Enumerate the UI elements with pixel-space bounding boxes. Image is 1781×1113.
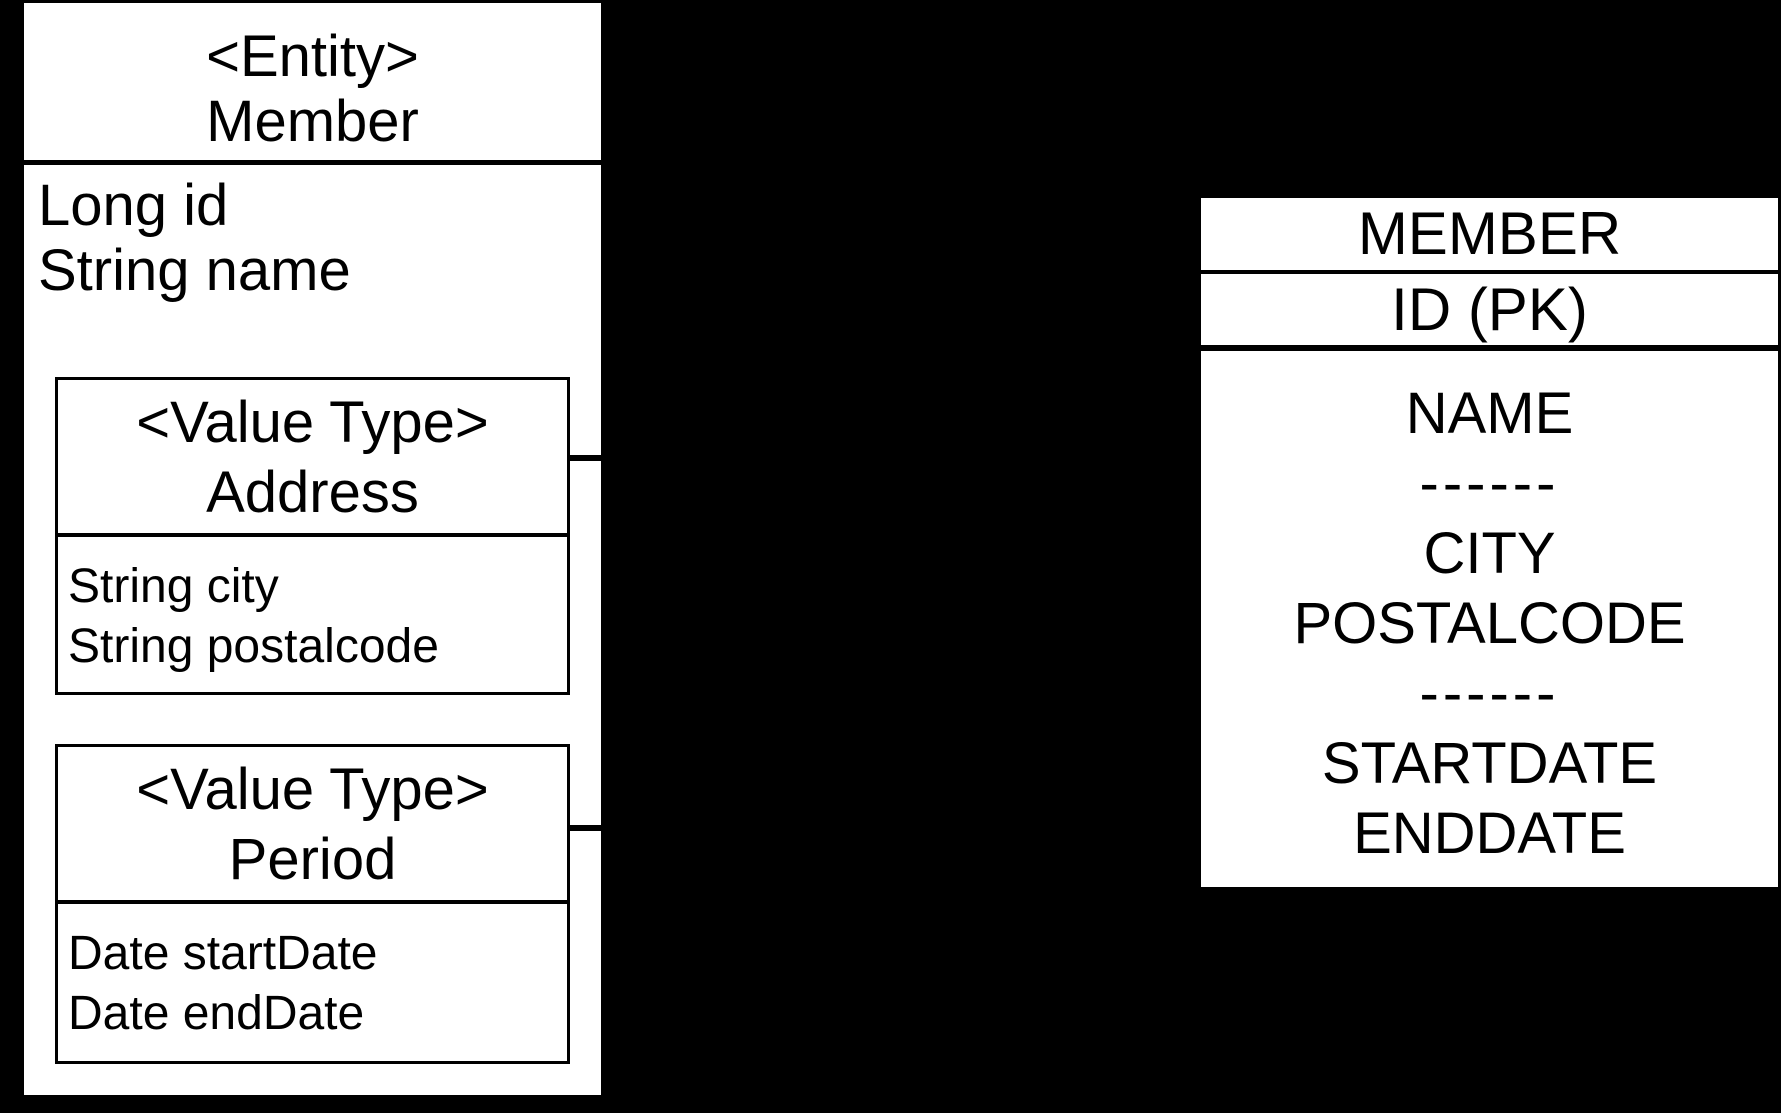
- entity-name: Member: [206, 89, 419, 154]
- value-type-address-header: <Value Type> Address: [58, 380, 567, 537]
- value-type-stereotype: <Value Type>: [136, 757, 489, 822]
- value-type-period-header: <Value Type> Period: [58, 747, 567, 904]
- value-type-name: Period: [228, 827, 397, 892]
- entity-fields: Long id String name: [24, 165, 601, 303]
- table-title-row: MEMBER: [1201, 198, 1778, 274]
- connector-period-to-table: [569, 825, 610, 831]
- table-column-row: NAME: [1405, 381, 1574, 446]
- value-type-stereotype: <Value Type>: [136, 390, 489, 455]
- value-type-field-row: Date startDate: [68, 927, 378, 980]
- table-column-row: POSTALCODE: [1293, 591, 1686, 656]
- table-column-row: CITY: [1423, 521, 1556, 586]
- pk-column-label: ID (PK): [1391, 276, 1588, 343]
- entity-stereotype: <Entity>: [206, 24, 419, 89]
- entity-header: <Entity> Member: [24, 3, 601, 165]
- connector-address-to-table: [569, 455, 610, 461]
- value-type-field-row: Date endDate: [68, 987, 365, 1040]
- entity-field-row: Long id: [38, 173, 229, 238]
- table-pk-row: ID (PK): [1201, 274, 1778, 351]
- table-columns: NAME ------ CITY POSTALCODE ------ START…: [1201, 351, 1778, 869]
- column-group-separator: ------: [1419, 451, 1560, 516]
- value-type-period-box: <Value Type> Period Date startDate Date …: [55, 744, 570, 1064]
- entity-member-box: <Entity> Member Long id String name <Val…: [21, 0, 610, 1098]
- value-type-period-fields: Date startDate Date endDate: [58, 904, 567, 1044]
- column-group-separator: ------: [1419, 661, 1560, 726]
- entity-field-row: String name: [38, 238, 351, 303]
- table-column-row: ENDDATE: [1353, 801, 1626, 866]
- value-type-address-box: <Value Type> Address String city String …: [55, 377, 570, 695]
- value-type-address-fields: String city String postalcode: [58, 537, 567, 677]
- value-type-field-row: String city: [68, 560, 279, 613]
- table-column-row: STARTDATE: [1321, 731, 1658, 796]
- member-table-box: MEMBER ID (PK) NAME ------ CITY POSTALCO…: [1198, 195, 1781, 890]
- table-title: MEMBER: [1357, 200, 1622, 267]
- value-type-field-row: String postalcode: [68, 620, 439, 673]
- value-type-name: Address: [206, 460, 419, 525]
